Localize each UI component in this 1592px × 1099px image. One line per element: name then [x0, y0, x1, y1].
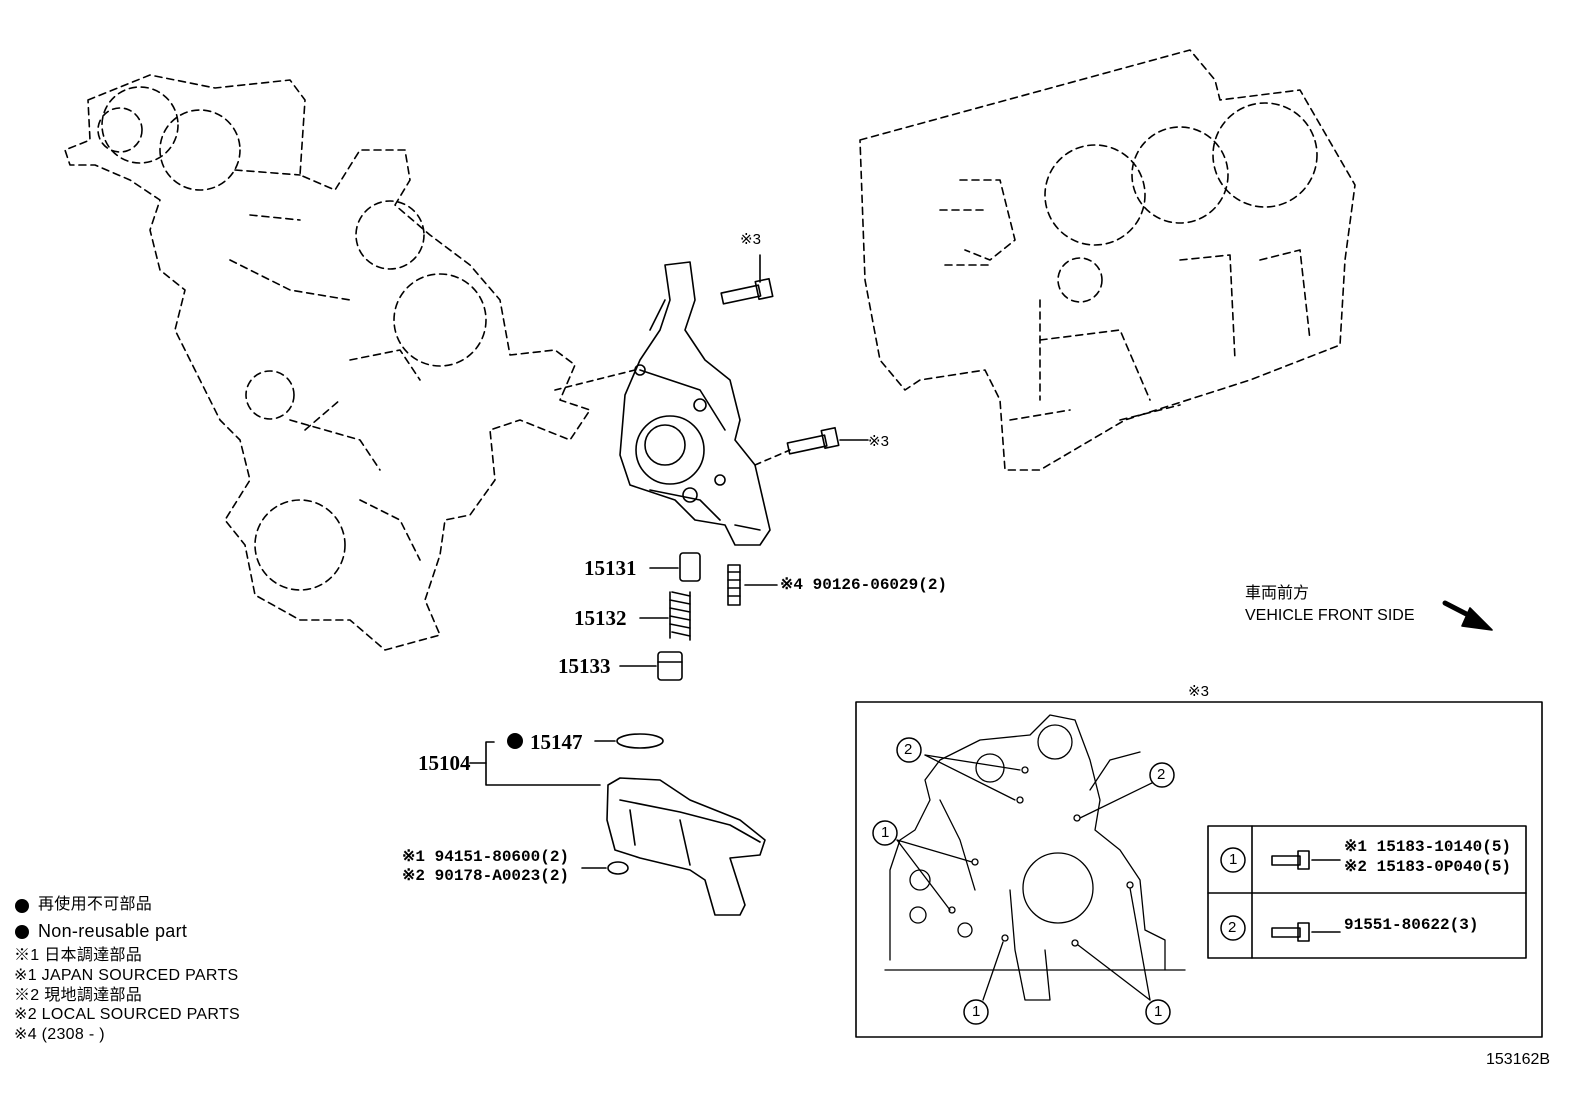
legend-note-2-en: ※2 LOCAL SOURCED PARTS [14, 1006, 240, 1023]
legend-nonreuse-jp: 再使用不可部品 [38, 896, 153, 913]
table-callout-1-label: 1 [1229, 851, 1238, 868]
nut-part-number-jp[interactable]: ※1 94151-80600(2) [402, 848, 570, 866]
bolt-2-part-number[interactable]: 91551-80622(3) [1344, 916, 1479, 934]
note-3-mark-top: ※3 [740, 231, 761, 248]
cylinder-block-drawing [859, 49, 1356, 471]
bolt-1-part-number-local[interactable]: ※2 15183-0P040(5) [1344, 858, 1512, 876]
legend-note-2-jp: ※2 現地調達部品 [14, 987, 143, 1004]
table-callout-2-label: 2 [1228, 919, 1237, 936]
inset-box [855, 701, 1543, 1038]
inset-bolt-table [1207, 825, 1527, 959]
callout-1-label: 1 [972, 1003, 981, 1020]
assembly-lines [554, 369, 791, 466]
legend-note-1-en: ※1 JAPAN SOURCED PARTS [14, 967, 239, 984]
legend-nonreuse-en: Non-reusable part [38, 921, 188, 941]
bolt-1-part-number-jp[interactable]: ※1 15183-10140(5) [1344, 838, 1512, 856]
timing-cover-drawing [64, 74, 591, 651]
part-number-15104[interactable]: 15104 [418, 751, 471, 775]
bolt-top-drawing [720, 254, 774, 305]
callout-2-label: 2 [1157, 766, 1166, 783]
strainer-drawing [469, 733, 766, 916]
front-arrow-icon [1442, 600, 1493, 631]
nut-part-number-local[interactable]: ※2 90178-A0023(2) [402, 867, 570, 885]
part-number-15131[interactable]: 15131 [584, 556, 637, 580]
relief-valve-parts [619, 552, 701, 681]
non-reusable-dots [15, 733, 523, 939]
note-3-mark-mid: ※3 [868, 433, 889, 450]
vehicle-front-label-en: VEHICLE FRONT SIDE [1245, 607, 1415, 624]
oil-pump-drawing [619, 261, 771, 546]
part-number-15133[interactable]: 15133 [558, 654, 611, 678]
stud-drawing [727, 564, 778, 606]
note-3-mark-box: ※3 [1188, 683, 1209, 700]
inset-callout-circles [872, 737, 1246, 1025]
part-number-15132[interactable]: 15132 [574, 606, 627, 630]
legend-note-1-jp: ※1 日本調達部品 [14, 947, 143, 964]
callout-1-label: 1 [881, 824, 890, 841]
figure-id: 153162B [1486, 1051, 1551, 1068]
callout-2-label: 2 [904, 741, 913, 758]
vehicle-front-label-jp: 車両前方 [1245, 585, 1310, 602]
part-number-15147[interactable]: 15147 [530, 730, 583, 754]
bolt-mid-drawing [786, 426, 869, 455]
stud-part-number[interactable]: ※4 90126-06029(2) [780, 576, 948, 594]
inset-cover-drawing [884, 714, 1186, 1001]
callout-1-label: 1 [1154, 1003, 1163, 1020]
legend-note-4: ※4 (2308 - ) [14, 1026, 105, 1043]
